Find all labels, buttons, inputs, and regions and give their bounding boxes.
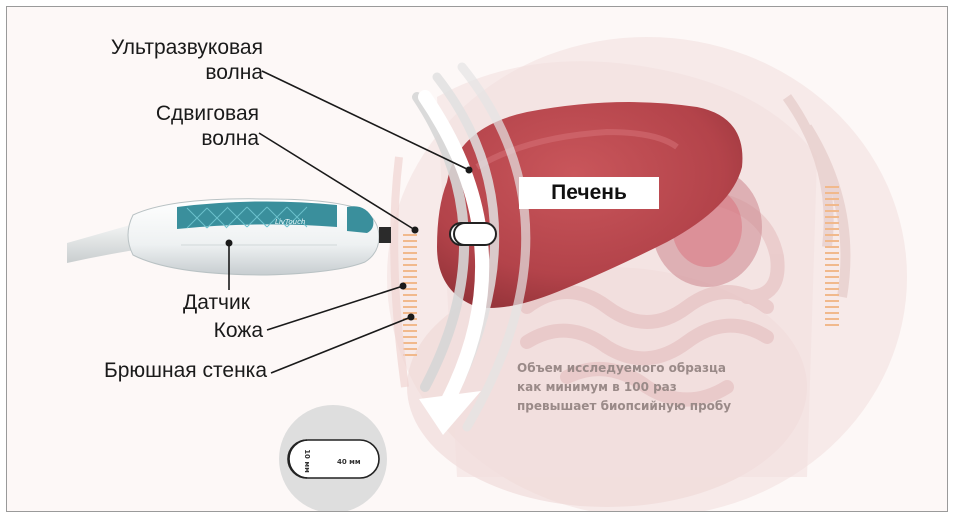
label-shear-wave-line2: волна: [47, 126, 259, 151]
sample-capsule: [450, 223, 496, 245]
note-line-2: как минимум в 100 раз: [517, 378, 777, 397]
label-liver: Печень: [519, 177, 659, 209]
label-sensor: Датчик: [183, 290, 250, 315]
label-ultrasound-wave-line1: Ультразвуковая: [47, 35, 263, 60]
sample-size-badge: [279, 405, 387, 511]
probe-brand-logo: LivTouch: [275, 218, 305, 226]
label-skin: Кожа: [107, 318, 263, 343]
sample-width-label: 40 мм: [337, 458, 361, 466]
label-shear-wave: Сдвиговая волна: [47, 101, 259, 151]
sample-volume-note: Объем исследуемого образца как минимум в…: [517, 359, 777, 416]
note-line-1: Объем исследуемого образца: [517, 359, 777, 378]
label-abdominal-wall: Брюшная стенка: [47, 358, 267, 383]
label-ultrasound-wave: Ультразвуковая волна: [47, 35, 263, 85]
probe: [128, 199, 391, 275]
diagram-frame: Ультразвуковая волна Сдвиговая волна Дат…: [6, 6, 948, 512]
label-ultrasound-wave-line2: волна: [47, 60, 263, 85]
sample-height-label: 10 мм: [303, 449, 311, 473]
label-shear-wave-line1: Сдвиговая: [47, 101, 259, 126]
abdominal-wall-texture: [403, 235, 417, 355]
note-line-3: превышает биопсийную пробу: [517, 397, 777, 416]
